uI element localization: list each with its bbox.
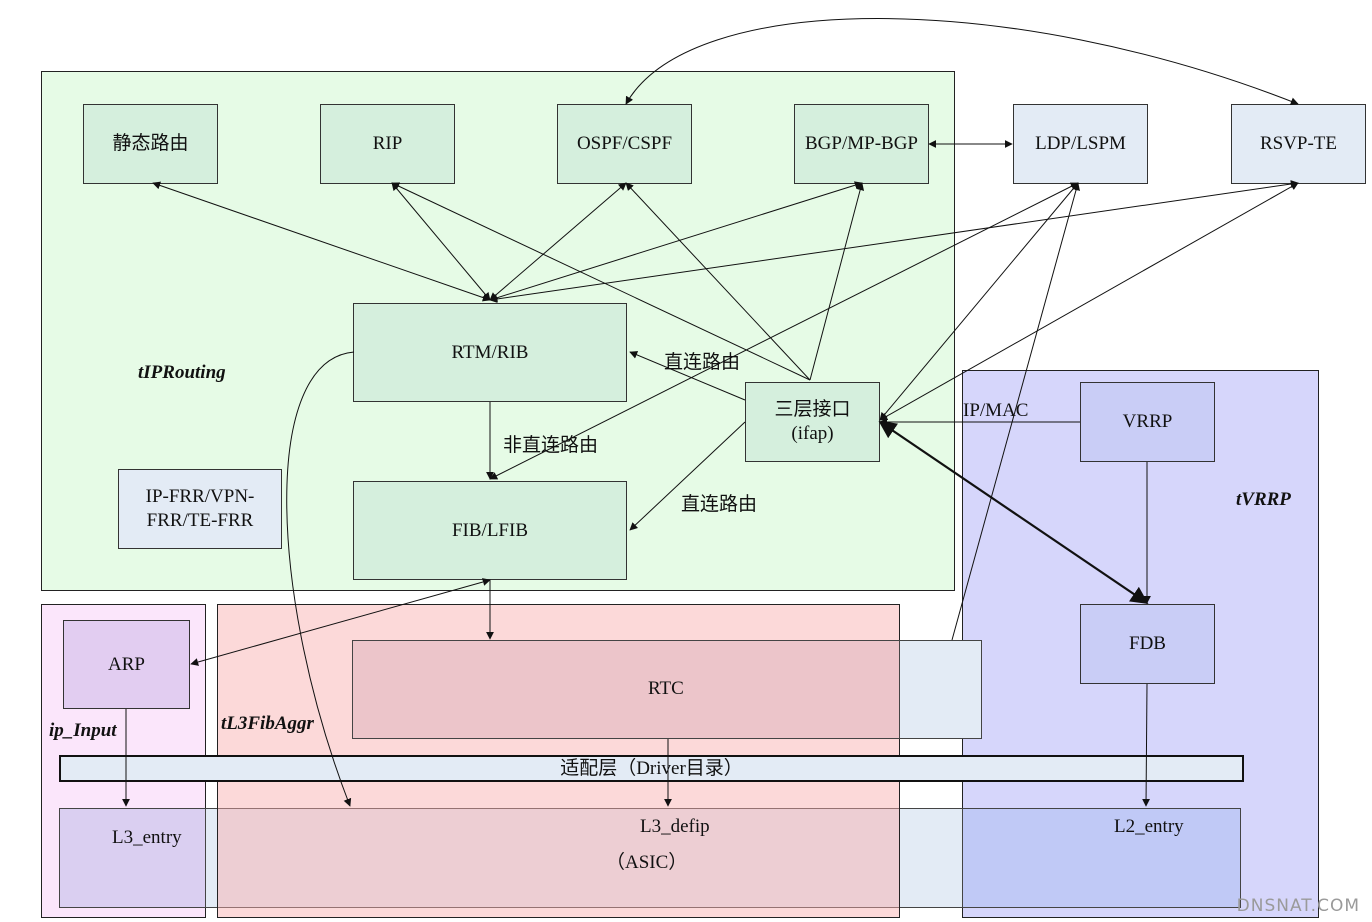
tvrrp-label: tVRRP bbox=[1236, 489, 1291, 510]
edge-fib-arp bbox=[190, 578, 491, 666]
l3-defip-label: L3_defip bbox=[640, 816, 710, 837]
edge-rtc-ldp bbox=[951, 182, 1080, 641]
adapter-layer-label: 适配层（Driver目录） bbox=[560, 757, 743, 779]
edge-ifap-bgp bbox=[809, 182, 865, 381]
bgp-module[interactable]: BGP/MP-BGP bbox=[794, 104, 929, 184]
edge-ifap-ospf bbox=[625, 182, 811, 381]
frr-module[interactable]: IP-FRR/VPN- FRR/TE-FRR bbox=[118, 469, 282, 549]
frr-line1: IP-FRR/VPN- bbox=[145, 486, 255, 508]
l3-entry-cell bbox=[59, 808, 206, 908]
l2-entry-label: L2_entry bbox=[1114, 816, 1184, 837]
edge-rtm-ospf bbox=[489, 182, 627, 301]
static-route-module[interactable]: 静态路由 bbox=[83, 104, 218, 184]
watermark: DNSNAT.COM bbox=[1236, 896, 1360, 916]
tl3fibaggr-label: tL3FibAggr bbox=[221, 713, 314, 734]
edge-ospf-rsvp bbox=[625, 18, 1299, 106]
frr-line2: FRR/TE-FRR bbox=[146, 510, 254, 531]
edge-rtm-rsvp bbox=[489, 180, 1299, 303]
adapter-layer-bar[interactable]: 适配层（Driver目录） bbox=[59, 755, 1244, 782]
ldp-module[interactable]: LDP/LSPM bbox=[1013, 104, 1148, 184]
ip-input-label: ip_Input bbox=[49, 720, 117, 741]
rtc-label: RTC bbox=[648, 678, 684, 699]
edge-rsvp-ifap bbox=[879, 182, 1299, 421]
rip-module[interactable]: RIP bbox=[320, 104, 455, 184]
asic-label: （ASIC） bbox=[606, 852, 688, 873]
l2-entry-cell bbox=[962, 808, 1241, 908]
edge-ldp-ifap bbox=[879, 182, 1079, 421]
edge-ifap-fdb bbox=[878, 421, 1149, 604]
ospf-module[interactable]: OSPF/CSPF bbox=[557, 104, 692, 184]
tiprouting-label: tIPRouting bbox=[138, 362, 226, 383]
fib-lfib-module[interactable]: FIB/LFIB bbox=[353, 481, 627, 580]
edge-rtm-asic bbox=[286, 351, 355, 807]
edge-fib-ldp bbox=[489, 182, 1079, 480]
edge-fdb-l2entry bbox=[1142, 683, 1151, 807]
edge-ifap-fib bbox=[629, 421, 746, 531]
fdb-module[interactable]: FDB bbox=[1080, 604, 1215, 684]
edge-rtm-rip bbox=[391, 182, 491, 301]
edge-rtm-bgp bbox=[489, 181, 863, 302]
rsvp-module[interactable]: RSVP-TE bbox=[1231, 104, 1366, 184]
l3-entry-label: L3_entry bbox=[112, 827, 182, 848]
edge-ifap-rip bbox=[391, 182, 811, 381]
direct-route-label-lower: 直连路由 bbox=[681, 494, 758, 515]
arp-module[interactable]: ARP bbox=[63, 620, 190, 709]
edge-rtm-static bbox=[152, 181, 491, 302]
